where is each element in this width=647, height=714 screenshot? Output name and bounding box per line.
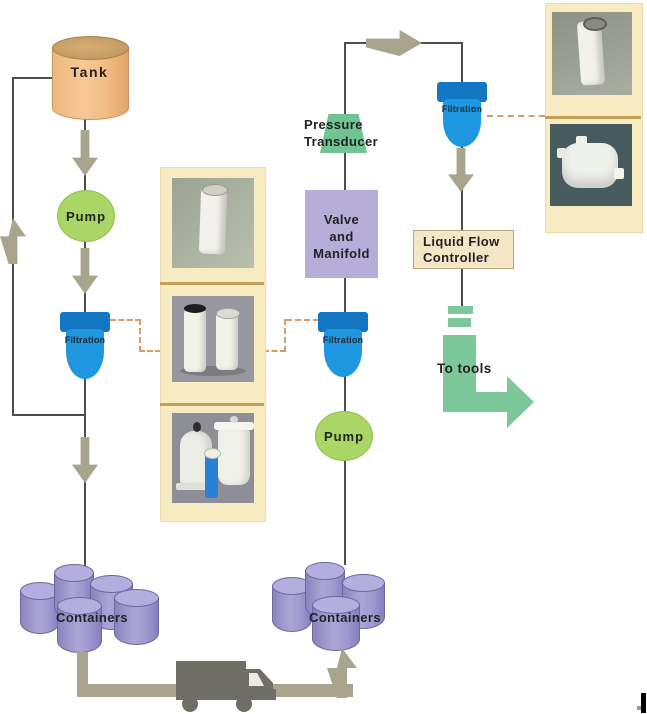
container-cylinder-top <box>57 597 102 615</box>
blue-cartridge <box>205 453 218 498</box>
filtration-left-cap <box>60 312 110 332</box>
pipe-break-bar-2 <box>448 318 471 327</box>
containers-right-label: Containers <box>309 610 381 625</box>
photo-filter-cartridge-single <box>172 178 254 268</box>
filtration-mid-body <box>324 329 362 377</box>
container-cylinder-top <box>90 575 133 593</box>
blue-cartridge-cap <box>204 448 221 459</box>
filtration-left-label: Filtration <box>64 335 106 345</box>
lfc-label-1: Liquid Flow <box>423 234 500 249</box>
truck-wheel-front <box>236 696 252 712</box>
to-tools-arrow-head <box>507 376 534 428</box>
cartridge-cap <box>202 184 228 196</box>
dash-right-filtration <box>487 115 545 117</box>
container-cylinder-top <box>54 564 94 582</box>
capsule-port-left <box>557 148 566 158</box>
arrow-filtration-to-lfc <box>448 148 474 192</box>
cartridge-dark-cap <box>583 17 607 31</box>
photo-filter-housings <box>172 413 254 503</box>
truck-box <box>176 661 246 700</box>
dash-mid-filtration-a <box>286 319 319 321</box>
arrow-pump-to-filtration <box>72 248 98 294</box>
cartridge-shape <box>198 187 228 255</box>
filtration-right-cap <box>437 82 487 102</box>
pump-mid: Pump <box>315 411 373 461</box>
pipe-recycle-bottom <box>12 414 86 416</box>
photo-capsule-filter <box>550 124 632 206</box>
panel-divider-1 <box>160 282 264 285</box>
pump-mid-label: Pump <box>323 428 365 444</box>
cartridge-black-cap <box>184 304 206 313</box>
arrow-top-to-filtration <box>366 30 422 56</box>
arrow-recycle-up <box>0 218 26 264</box>
pump-left: Pump <box>57 190 115 242</box>
pipe-break-bar-1 <box>448 306 473 314</box>
arrow-filtration-to-containers <box>72 437 98 483</box>
filtration-right-label: Filtration <box>441 104 483 114</box>
container-cylinder-top <box>114 589 159 607</box>
photo-filter-cartridges-pair <box>172 296 254 382</box>
corner-mark-nub <box>637 706 641 710</box>
cartridge-shape <box>216 312 238 370</box>
tank-body <box>52 47 129 120</box>
housing-right-lid <box>214 422 254 430</box>
lfc-label-2: Controller <box>423 250 490 265</box>
cartridge-shape <box>184 308 206 372</box>
pressure-transducer-label-1: Pressure <box>304 117 363 132</box>
to-tools-arrow-foot <box>443 392 508 412</box>
capsule-port-right <box>614 168 624 179</box>
tank-top <box>52 36 129 60</box>
pipe-middle-main <box>344 43 346 565</box>
filtration-mid-cap <box>318 312 368 332</box>
filtration-left-body <box>66 329 104 379</box>
dash-left-filtration-a <box>110 319 141 321</box>
capsule-port-top <box>576 136 587 145</box>
liquid-flow-controller-box: Liquid Flow Controller <box>413 230 514 269</box>
shadow <box>180 366 246 376</box>
housing-left-legs <box>176 483 216 490</box>
truck-bumper <box>270 689 276 700</box>
panel-divider-2 <box>160 403 264 406</box>
valve-manifold-label-3: Manifold <box>313 246 370 261</box>
dash-left-filtration-b <box>139 319 141 352</box>
corner-mark <box>641 693 646 713</box>
housing-right <box>218 427 250 485</box>
valve-manifold-box: Valve and Manifold <box>305 190 378 278</box>
dash-mid-filtration-c <box>263 350 286 352</box>
housing-knob <box>193 422 201 432</box>
dash-left-filtration-c <box>139 350 161 352</box>
capsule-shape <box>562 143 618 188</box>
pump-left-label: Pump <box>65 208 107 224</box>
truck-wheel-rear <box>182 696 198 712</box>
container-cylinder-top <box>342 574 385 592</box>
panel-divider-3 <box>545 116 641 119</box>
arrow-tank-to-pump <box>72 130 98 176</box>
photo-filter-cartridge-right <box>552 12 632 95</box>
pressure-transducer-shape <box>320 114 367 153</box>
pipe-recycle-top <box>12 77 53 79</box>
cartridge-cap <box>216 308 240 319</box>
housing-right-stem <box>230 416 238 423</box>
tank-label: Tank <box>70 64 109 80</box>
filtration-mid-label: Filtration <box>322 335 364 345</box>
dash-mid-filtration-b <box>284 319 286 352</box>
filtration-right-body <box>443 99 481 147</box>
transport-pipe-down <box>77 652 88 697</box>
valve-manifold-label-1: Valve <box>323 212 360 227</box>
container-cylinder-top <box>312 596 360 614</box>
containers-left-label: Containers <box>56 610 128 625</box>
container-cylinder-top <box>305 562 345 580</box>
to-tools-label: To tools <box>437 361 492 376</box>
pressure-transducer-label-2: Transducer <box>304 134 379 149</box>
valve-manifold-label-2: and <box>329 229 354 244</box>
